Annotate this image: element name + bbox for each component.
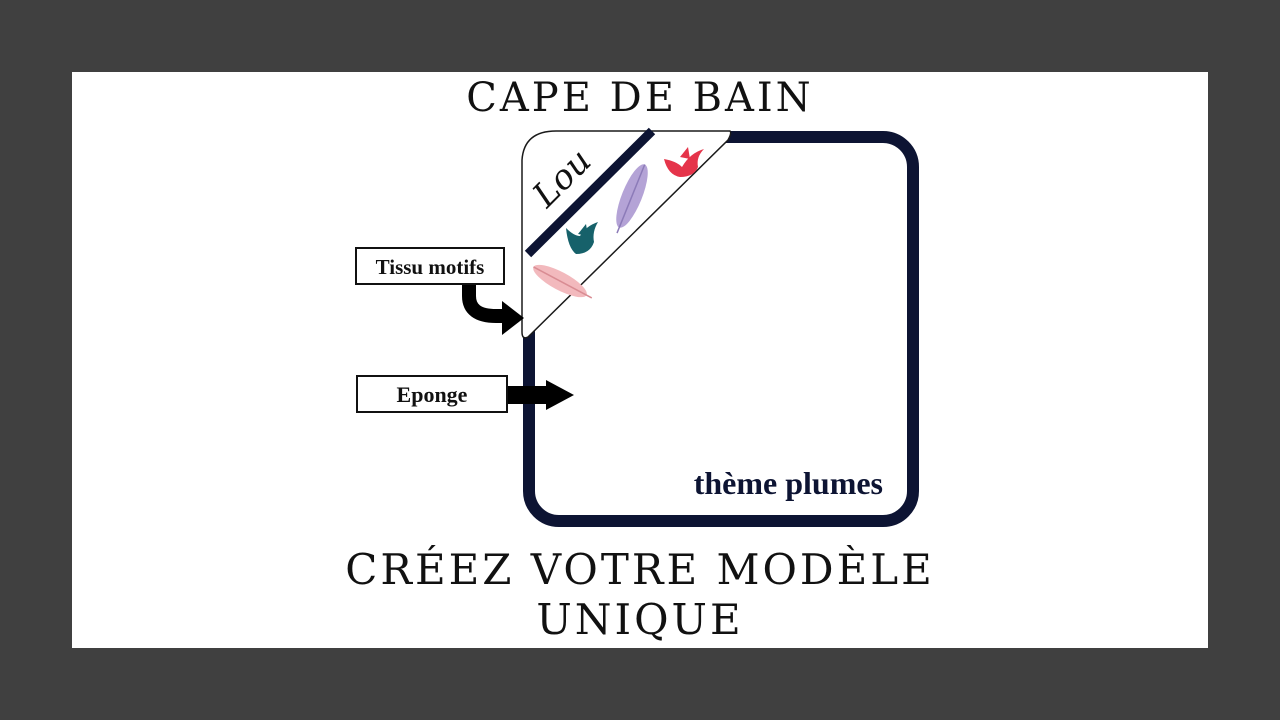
lavender-feather-icon	[616, 164, 648, 234]
right-arrow-icon	[508, 380, 574, 410]
footer-line-2: UNIQUE	[536, 595, 744, 644]
footer-title: CRÉEZ VOTRE MODÈLE UNIQUE	[0, 545, 1280, 645]
towel-label: Eponge	[397, 382, 468, 407]
pink-feather-icon	[533, 264, 593, 299]
teal-bird-icon	[566, 222, 598, 254]
footer-line-1: CRÉEZ VOTRE MODÈLE	[345, 545, 935, 594]
hood-band	[524, 127, 656, 258]
page-title: CAPE DE BAIN	[466, 75, 814, 121]
fabric-label: Tissu motifs	[376, 255, 485, 279]
fabric-label-box	[355, 247, 505, 285]
red-bird-icon	[664, 147, 704, 177]
towel-label-box	[356, 375, 508, 413]
theme-text: thème plumes	[694, 465, 883, 501]
curved-arrow-icon	[462, 285, 524, 335]
